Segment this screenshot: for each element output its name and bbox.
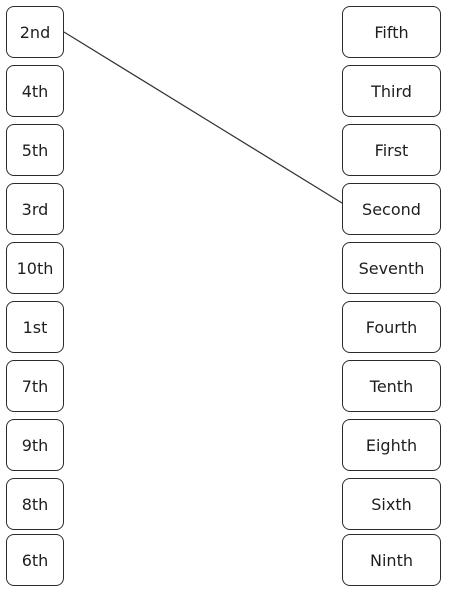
ordinal-number-box[interactable]: 1st bbox=[6, 301, 64, 353]
ordinal-word-box[interactable]: Sixth bbox=[342, 478, 441, 530]
ordinal-number-box[interactable]: 7th bbox=[6, 360, 64, 412]
ordinal-number-box[interactable]: 4th bbox=[6, 65, 64, 117]
ordinal-word-box[interactable]: Tenth bbox=[342, 360, 441, 412]
ordinal-word-box[interactable]: Ninth bbox=[342, 534, 441, 586]
ordinal-word-box[interactable]: Fourth bbox=[342, 301, 441, 353]
ordinal-word-box[interactable]: Third bbox=[342, 65, 441, 117]
ordinal-number-box[interactable]: 8th bbox=[6, 478, 64, 530]
ordinal-word-box[interactable]: Second bbox=[342, 183, 441, 235]
ordinal-number-box[interactable]: 9th bbox=[6, 419, 64, 471]
match-line-2nd-second bbox=[63, 31, 343, 204]
ordinal-number-box[interactable]: 3rd bbox=[6, 183, 64, 235]
ordinal-number-box[interactable]: 10th bbox=[6, 242, 64, 294]
ordinal-number-box[interactable]: 2nd bbox=[6, 6, 64, 58]
ordinal-word-box[interactable]: Seventh bbox=[342, 242, 441, 294]
ordinal-word-box[interactable]: Fifth bbox=[342, 6, 441, 58]
ordinal-word-box[interactable]: First bbox=[342, 124, 441, 176]
ordinal-number-box[interactable]: 5th bbox=[6, 124, 64, 176]
ordinal-number-box[interactable]: 6th bbox=[6, 534, 64, 586]
ordinal-word-box[interactable]: Eighth bbox=[342, 419, 441, 471]
